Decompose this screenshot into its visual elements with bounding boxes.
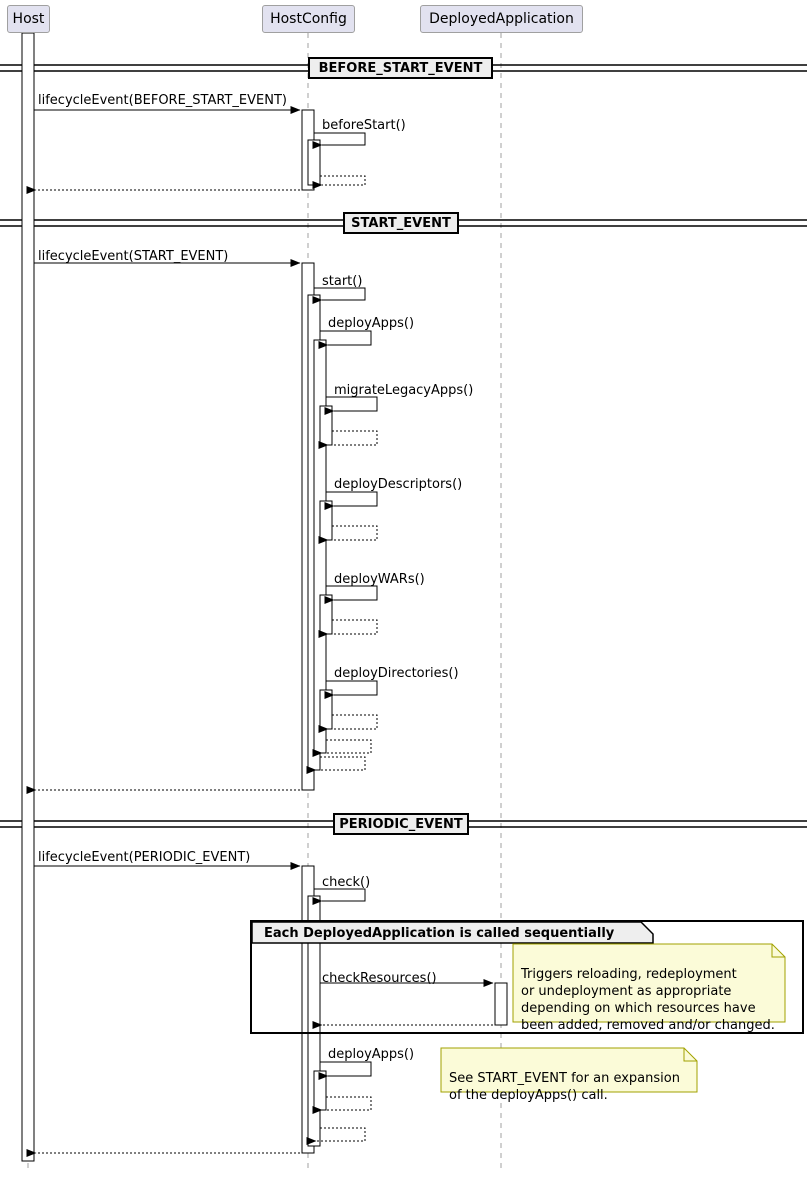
divider-before-start-event-label: BEFORE_START_EVENT xyxy=(318,60,483,76)
messages-before-start xyxy=(26,106,366,194)
participant-host[interactable]: Host xyxy=(7,5,50,33)
arrow-deploywars-self xyxy=(324,585,378,604)
note-deploy-apps: See START_EVENT for an expansion of the … xyxy=(441,1048,697,1103)
arrow-migratelegacyapps-self xyxy=(324,396,378,415)
message-label-beforestart: beforeStart() xyxy=(322,118,406,133)
arrow-deploywars-return xyxy=(318,619,378,638)
arrow-deployapps-self xyxy=(318,330,372,349)
arrow-deployapps2-self xyxy=(318,1061,372,1080)
group-frame-body xyxy=(250,920,804,1034)
arrow-start-self xyxy=(312,287,366,304)
divider-start-event-label: START_EVENT xyxy=(351,215,451,231)
divider-rules xyxy=(0,64,807,828)
arrow-beforestart-self xyxy=(312,132,366,149)
message-label-deploydescriptors: deployDescriptors() xyxy=(334,477,463,492)
messages-periodic xyxy=(26,862,494,1157)
note-deploy-apps-text: See START_EVENT for an expansion of the … xyxy=(449,1071,680,1103)
activation-hostconfig-deploywars xyxy=(319,594,333,635)
note-fold-deploy-apps xyxy=(683,1048,697,1062)
arrow-check-self xyxy=(312,888,366,905)
arrow-deploydescriptors-return xyxy=(318,525,378,544)
arrow-beforestart-self-return xyxy=(312,175,366,189)
note-shapes xyxy=(440,943,786,1093)
arrow-deploydirectories-self xyxy=(324,680,378,699)
message-label-lifecycleevent-periodic: lifecycleEvent(PERIODIC_EVENT) xyxy=(38,850,251,865)
message-label-check: check() xyxy=(322,875,371,890)
message-label-checkresources: checkResources() xyxy=(322,971,437,986)
activation-hostconfig-deployapps2 xyxy=(313,1070,327,1111)
divider-before-start-event: BEFORE_START_EVENT xyxy=(308,57,493,79)
arrow-migratelegacyapps-return xyxy=(318,430,378,449)
divider-periodic-event-label: PERIODIC_EVENT xyxy=(339,816,463,832)
activation-bars xyxy=(21,32,508,1162)
note-check-resources-text: Triggers reloading, redeployment or unde… xyxy=(521,967,775,1033)
activation-host-root xyxy=(21,32,35,1162)
note-shape-deploy-apps xyxy=(440,1047,698,1093)
lifelines xyxy=(27,33,502,1170)
message-label-start: start() xyxy=(322,274,363,289)
arrow-deploydirectories-return xyxy=(318,714,378,733)
message-label-deployapps: deployApps() xyxy=(328,316,415,331)
note-fold-check-resources xyxy=(771,944,785,958)
arrow-deployapps2-return xyxy=(312,1096,372,1114)
messages-start xyxy=(26,259,378,794)
divider-start-event: START_EVENT xyxy=(343,212,459,234)
message-label-migratelegacyapps: migrateLegacyApps() xyxy=(334,383,474,398)
participant-host-label: Host xyxy=(12,11,45,27)
activation-hostconfig-deploydirectories xyxy=(319,689,333,730)
message-label-deploywars: deployWARs() xyxy=(334,572,425,587)
message-label-deploydirectories: deployDirectories() xyxy=(334,666,459,681)
activation-hostconfig-migratelegacyapps xyxy=(319,405,333,446)
divider-periodic-event: PERIODIC_EVENT xyxy=(333,813,469,835)
group-frame-each-deployedapplication xyxy=(250,920,804,1034)
activation-deployedapplication-checkresources xyxy=(494,982,508,1026)
group-frame-tab xyxy=(251,921,654,944)
participant-deployedapplication[interactable]: DeployedApplication xyxy=(420,5,583,33)
arrow-check-return xyxy=(306,1127,366,1145)
participant-hostconfig-label: HostConfig xyxy=(270,11,347,27)
message-label-lifecycleevent-start: lifecycleEvent(START_EVENT) xyxy=(38,249,229,264)
activation-hostconfig-deploydescriptors xyxy=(319,500,333,541)
activation-hostconfig-beforestart-self xyxy=(307,139,321,186)
note-check-resources: Triggers reloading, redeployment or unde… xyxy=(513,944,785,1033)
arrow-deploydescriptors-self xyxy=(324,491,378,510)
arrow-deployapps-return xyxy=(312,739,372,757)
arrow-start-return xyxy=(306,756,366,774)
message-label-lifecycleevent-before-start: lifecycleEvent(BEFORE_START_EVENT) xyxy=(38,93,287,108)
participant-hostconfig[interactable]: HostConfig xyxy=(262,5,355,33)
participant-deployedapplication-label: DeployedApplication xyxy=(429,11,574,27)
message-label-deployapps-periodic: deployApps() xyxy=(328,1047,415,1062)
note-shape-check-resources xyxy=(512,943,786,1023)
group-title-each-deployedapplication: Each DeployedApplication is called seque… xyxy=(264,926,615,941)
